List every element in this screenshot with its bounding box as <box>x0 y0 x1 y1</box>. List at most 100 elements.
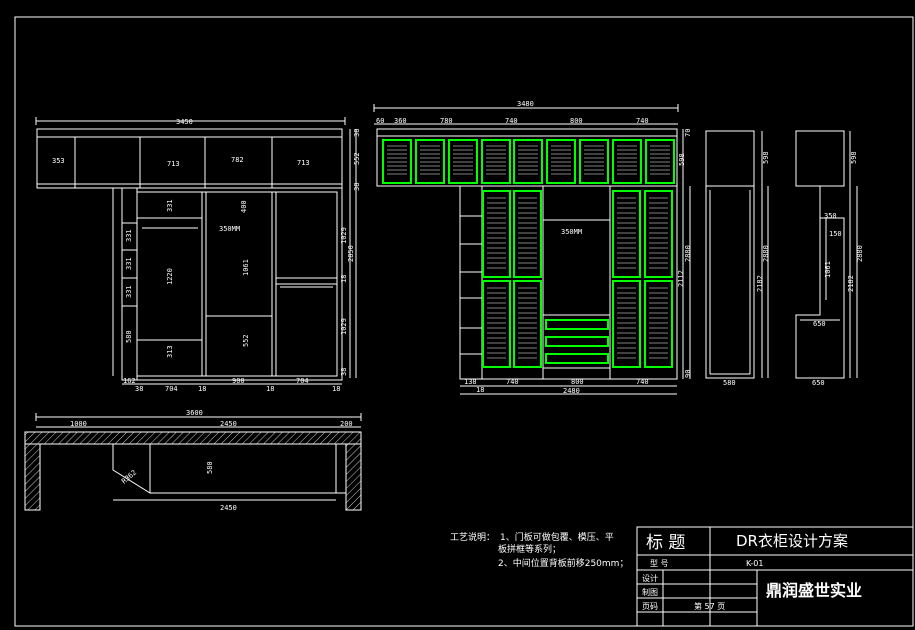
dim-side2-2: 2880 <box>856 245 864 262</box>
dim-left-inner-3: 350MM <box>219 225 240 233</box>
title-block-texts: 标 题 DR衣柜设计方案 型 号 K-01 设计 制图 页码 第 57 页 鼎润… <box>642 532 862 611</box>
dim-left-right-4: 1029 <box>340 227 348 244</box>
tb-page-label: 页码 <box>642 602 658 611</box>
dim-right-bottom-5: 740 <box>636 378 649 386</box>
dim-right-side-3: 2880 <box>684 245 692 262</box>
dim-side2-1: 598 <box>850 151 858 164</box>
dim-left-right-3: 38 <box>353 183 361 191</box>
dim-left-bottom-3: 704 <box>165 385 178 393</box>
dim-left-top-3: 782 <box>231 156 244 164</box>
plan-view <box>24 413 362 511</box>
dim-right-bottom-1: 138 <box>464 378 477 386</box>
tb-page-value: 第 57 页 <box>694 601 725 611</box>
front-view-left <box>35 117 357 385</box>
tb-draw-label: 制图 <box>642 587 658 597</box>
dim-plan-corner: R362 <box>120 469 138 486</box>
dim-left-right-6: 18 <box>340 275 348 283</box>
dim-left-lower-2: 1061 <box>242 259 250 276</box>
dim-left-bottom-2: 38 <box>135 385 143 393</box>
dim-plan-depth: 580 <box>206 461 214 474</box>
dim-side1-3: 2182 <box>756 275 764 292</box>
dim-plan-total: 3600 <box>186 409 203 417</box>
tb-company: 鼎润盛世实业 <box>766 581 862 600</box>
dim-left-bottom-6: 18 <box>266 385 274 393</box>
dim-right-bottom-total: 2480 <box>563 387 580 395</box>
notes-line2: 2、中间位置背板前移250mm； <box>498 557 628 569</box>
dim-left-bottom-1: 162 <box>123 377 136 385</box>
dim-right-bottom-3: 740 <box>506 378 519 386</box>
dim-side2-5: 350 <box>824 212 837 220</box>
notes-line1: 1、门板可做包覆、模压、平 <box>500 531 614 543</box>
process-notes: 工艺说明： 1、门板可做包覆、模压、平 板拼框等系列； 2、中间位置背板前移25… <box>450 531 628 569</box>
dim-side1-bottom: 580 <box>723 379 736 387</box>
dim-side2-4: 1061 <box>824 261 832 278</box>
plan-view-texts: 3600 1000 2450 200 580 R362 2450 <box>70 409 353 512</box>
front-view-left-texts: 3450 353 713 782 713 38 552 38 1029 2850… <box>52 118 361 393</box>
side-view-1-texts: 598 2880 2182 580 <box>723 151 770 387</box>
dim-left-top-4: 713 <box>297 159 310 167</box>
dim-left-col-4: 580 <box>125 330 133 343</box>
dim-right-top-6: 740 <box>636 117 649 125</box>
dim-plan-top-2: 2450 <box>220 420 237 428</box>
dim-right-top-4: 740 <box>505 117 518 125</box>
dim-left-inner-1: 331 <box>166 199 174 212</box>
dim-right-side-5: 90 <box>684 370 692 378</box>
dim-left-right-8: 38 <box>340 368 348 376</box>
tb-project-name: DR衣柜设计方案 <box>736 532 848 550</box>
drawing-frame <box>14 16 914 627</box>
tb-model-label: 型 号 <box>650 559 669 568</box>
dim-plan-top-3: 200 <box>340 420 353 428</box>
side-view-2 <box>795 130 858 379</box>
dim-left-bottom-8: 18 <box>332 385 340 393</box>
dim-right-bottom-4: 800 <box>571 378 584 386</box>
dim-right-side-1: 70 <box>684 129 692 137</box>
dim-right-side-4: 2112 <box>677 270 685 287</box>
dim-right-top-1: 60 <box>376 117 384 125</box>
dim-right-center: 350MM <box>561 228 582 236</box>
notes-heading: 工艺说明： <box>450 531 495 543</box>
dim-left-inner-2: 400 <box>240 200 248 213</box>
dim-right-top-5: 800 <box>570 117 583 125</box>
dim-right-top-3: 780 <box>440 117 453 125</box>
dim-left-total: 3450 <box>176 118 193 126</box>
door-louvers <box>387 145 670 359</box>
dim-left-right-5: 2850 <box>347 245 355 262</box>
dim-left-col-3: 331 <box>125 285 133 298</box>
dim-left-bottom-4: 18 <box>198 385 206 393</box>
dim-left-col-1: 331 <box>125 229 133 242</box>
dim-left-top-2: 713 <box>167 160 180 168</box>
tb-design-label: 设计 <box>642 573 658 583</box>
dim-side1-1: 598 <box>762 151 770 164</box>
dim-side2-6: 150 <box>829 230 842 238</box>
notes-line1b: 板拼框等系列； <box>498 543 561 555</box>
dim-left-lower-4: 313 <box>166 345 174 358</box>
side-view-2-texts: 598 2880 2182 1061 350 150 650 650 <box>812 151 864 387</box>
dim-side1-2: 2880 <box>762 245 770 262</box>
front-view-right-texts: 3480 60 360 780 740 800 740 70 598 2880 … <box>376 100 692 395</box>
dim-side2-bottom: 650 <box>812 379 825 387</box>
tb-model-value: K-01 <box>746 559 763 568</box>
dim-right-total: 3480 <box>517 100 534 108</box>
doors-green <box>382 139 675 368</box>
dim-left-right-7: 1029 <box>340 318 348 335</box>
title-block <box>636 526 914 627</box>
dim-left-bottom-7: 704 <box>296 377 309 385</box>
dim-left-lower-3: 552 <box>242 334 250 347</box>
dim-left-right-2: 552 <box>353 152 361 165</box>
tb-title-label: 标 题 <box>646 533 685 553</box>
dim-right-side-2: 598 <box>678 153 686 166</box>
dim-right-top-2: 360 <box>394 117 407 125</box>
side-view-1 <box>705 130 769 379</box>
dim-left-bottom-5: 900 <box>232 377 245 385</box>
dim-left-col-2: 331 <box>125 257 133 270</box>
dim-plan-bottom: 2450 <box>220 504 237 512</box>
dim-left-top-1: 353 <box>52 157 65 165</box>
dim-side2-3: 2182 <box>847 275 855 292</box>
dim-right-bottom-2: 18 <box>476 386 484 394</box>
front-view-right <box>373 104 691 395</box>
dim-left-right-1: 38 <box>353 129 361 137</box>
dim-left-lower-1: 1220 <box>166 268 174 285</box>
dim-plan-top-1: 1000 <box>70 420 87 428</box>
dim-side2-inner: 650 <box>813 320 826 328</box>
